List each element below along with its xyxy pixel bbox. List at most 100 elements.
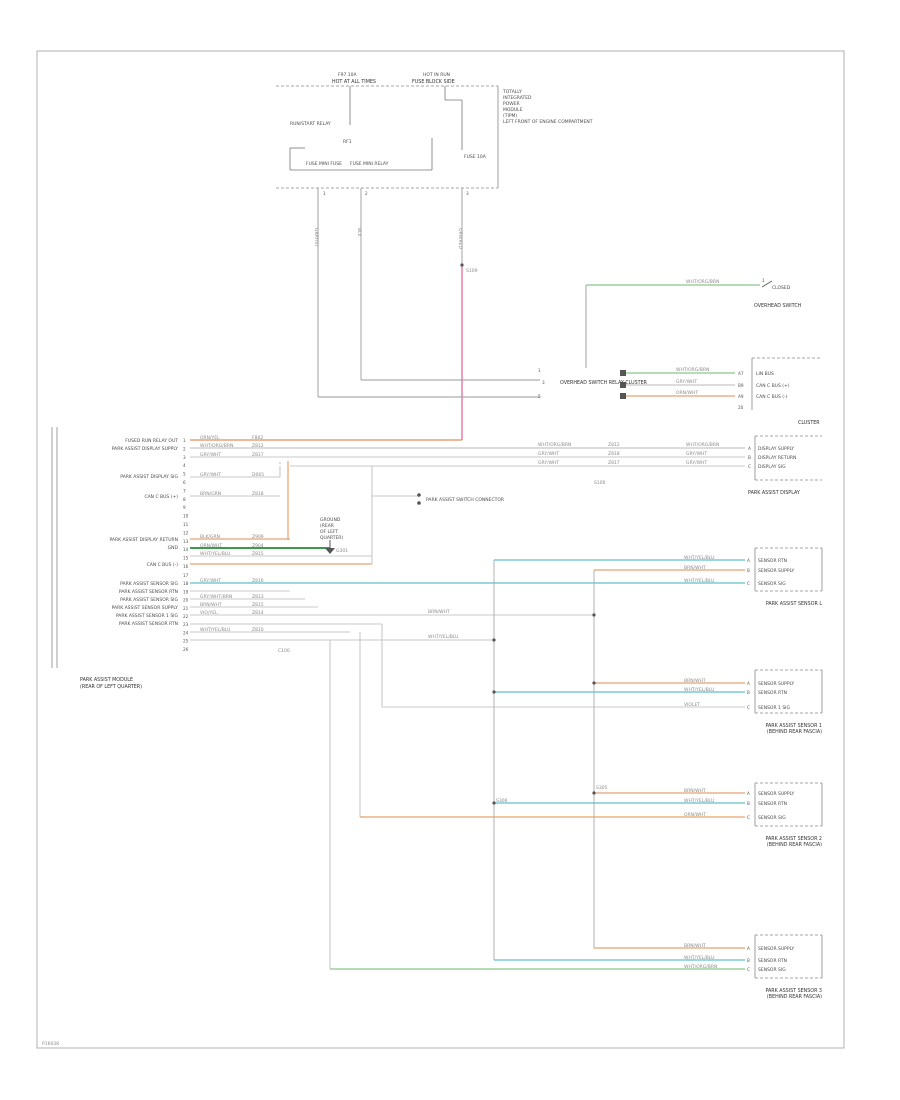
module-pin-number: 21 bbox=[183, 606, 189, 611]
module-wire-color: GRY/WHT bbox=[200, 578, 221, 584]
module-pin-labels: FUSED RUN RELAY OUT PARK ASSIST DISPLAY S… bbox=[109, 438, 178, 627]
sensor-pin: A bbox=[747, 946, 750, 951]
module-wire-color: WHT/YEL/BLU bbox=[200, 551, 230, 557]
display-pin-b: B bbox=[748, 455, 751, 460]
module-pin-number: 18 bbox=[183, 581, 189, 586]
sensor-wire-label: BRN/WHT bbox=[684, 788, 706, 794]
park-assist-conn-label: PARK ASSIST SWITCH CONNECTOR bbox=[426, 497, 504, 503]
module-pin-label: PARK ASSIST SENSOR SUPPLY bbox=[112, 605, 179, 611]
module-pin-number: 17 bbox=[183, 573, 189, 578]
splice-s109-dot bbox=[460, 263, 464, 267]
module-wire-color: GRY/WHT bbox=[200, 472, 221, 478]
ground-code: G301 bbox=[336, 548, 348, 554]
module-pin-number: 10 bbox=[183, 514, 189, 519]
fuse-pin-3: 3 bbox=[466, 191, 469, 196]
fuse-a-sub: HOT AT ALL TIMES bbox=[332, 79, 376, 85]
module-wire-code: Z812 bbox=[252, 443, 264, 449]
module-pin-number: 22 bbox=[183, 614, 189, 619]
sensor-name: PARK ASSIST SENSOR 1 bbox=[765, 723, 822, 729]
sensor-name: (BEHIND REAR FASCIA) bbox=[767, 729, 822, 735]
module-wire-code: Z814 bbox=[252, 610, 264, 616]
tipm-label-line: POWER bbox=[503, 101, 520, 107]
sensor-wire-label: BRN/WHT bbox=[684, 943, 706, 949]
relay-label: RUN/START RELAY bbox=[290, 121, 331, 127]
sensor-name: PARK ASSIST SENSOR 2 bbox=[765, 836, 822, 842]
fuse-mid-label: RF1 bbox=[343, 139, 352, 145]
splice-label-1: S305 bbox=[596, 785, 608, 791]
sensor-pin: B bbox=[747, 801, 750, 806]
sensor-wire-label: BRN/WHT bbox=[684, 565, 706, 571]
cluster-pin-4: 20 bbox=[738, 405, 744, 410]
module-pin-number: 13 bbox=[183, 539, 189, 544]
cluster-pin-2: B9 bbox=[738, 383, 744, 388]
module-pin-number: 24 bbox=[183, 630, 189, 635]
mid-wire-code-3: Z817 bbox=[608, 460, 620, 466]
sensor-wire-label: WHT/ORG/BRN bbox=[684, 964, 717, 970]
cluster-wire-2: GRY/WHT bbox=[676, 379, 697, 385]
mid-wire-label-2: GRY/WHT bbox=[538, 451, 559, 457]
sensor-wire-label: WHT/YEL/BLU bbox=[684, 687, 714, 693]
module-wire-code: Z909 bbox=[252, 534, 264, 540]
cluster-name: CLUSTER bbox=[798, 420, 820, 426]
fuse-wire-3-label: ORN/RED bbox=[457, 228, 463, 250]
cluster-pin-3: A9 bbox=[738, 394, 744, 399]
module-pin-number: 6 bbox=[183, 480, 186, 485]
module-wire-code: Z818 bbox=[252, 491, 264, 497]
module-wire-code: D065 bbox=[252, 472, 264, 478]
park-assist-conn-dot-2 bbox=[417, 501, 421, 505]
cluster-node-pin-1: 1 bbox=[538, 368, 541, 373]
module-pin-number: 4 bbox=[183, 463, 186, 468]
sensor-pin-label: SENSOR SUPPLY bbox=[758, 791, 795, 797]
module-wire-color: WHT/ORG/BRN bbox=[200, 443, 233, 449]
module-pin-number: 26 bbox=[183, 647, 189, 652]
fuse-wire-2-label: BLK bbox=[356, 228, 362, 238]
module-wire-code: Z810 bbox=[252, 627, 264, 633]
display-label-3: DISPLAY SIG bbox=[758, 464, 786, 470]
cluster-wire-1: WHT/ORG/BRN bbox=[676, 367, 709, 373]
module-pin-number: 12 bbox=[183, 530, 189, 535]
display-splice-label: S106 bbox=[594, 480, 606, 486]
module-pin-number: 25 bbox=[183, 639, 189, 644]
sensor-pin: A bbox=[747, 558, 750, 563]
module-pin-number: 7 bbox=[183, 488, 186, 493]
module-wire-code: Z813 bbox=[252, 594, 264, 600]
splice-label-2: S306 bbox=[496, 798, 508, 804]
module-wire-code: Z817 bbox=[252, 452, 264, 458]
module-pin-number: 11 bbox=[183, 522, 189, 527]
cluster-wires bbox=[620, 370, 735, 399]
sensor-pin: A bbox=[747, 681, 750, 686]
module-wire-color: ORN/YEL bbox=[200, 435, 220, 441]
contact-a-label: FUSE MINI FUSE bbox=[306, 161, 342, 167]
module-wire-color: GRY/WHT/BRN bbox=[200, 594, 232, 600]
display-wire-3: GRY/WHT bbox=[686, 460, 707, 466]
fuse-a-label: F97 10A bbox=[338, 72, 357, 78]
fuse-b-sub: FUSE BLOCK SIDE bbox=[412, 79, 455, 85]
sensor-name: (BEHIND REAR FASCIA) bbox=[767, 994, 822, 1000]
display-wire-1: WHT/ORG/BRN bbox=[686, 442, 719, 448]
park-assist-conn-dot-1 bbox=[417, 493, 421, 497]
tipm-label-line: (TIPM) bbox=[503, 113, 517, 119]
sensor-pin: B bbox=[747, 568, 750, 573]
module-pin-number: 8 bbox=[183, 497, 186, 502]
sensor-pin-label: SENSOR RTN bbox=[758, 958, 787, 964]
sensor-pin-label: SENSOR SUPPLY bbox=[758, 946, 795, 952]
sensor-wire-label: VIOLET bbox=[684, 702, 700, 708]
overhead-wire-label: WHT/ORG/BRN bbox=[686, 279, 719, 285]
contact-b-label: FUSE MINI RELAY bbox=[350, 161, 389, 167]
module-wire-code: Z816 bbox=[252, 578, 264, 584]
overhead-switch-name: OVERHEAD SWITCH bbox=[754, 303, 802, 309]
mid-wire-label-3: GRY/WHT bbox=[538, 460, 559, 466]
sensor-pin: C bbox=[747, 581, 750, 586]
fuse-b-label: HOT IN RUN bbox=[423, 72, 450, 78]
module-pin-number: 20 bbox=[183, 598, 189, 603]
diagram-frame bbox=[36, 50, 845, 1049]
contact-c-label: FUSE 10A bbox=[464, 154, 487, 160]
module-pin-label: PARK ASSIST DISPLAY SIG bbox=[120, 474, 178, 480]
small-label-2: WHT/YEL/BLU bbox=[428, 634, 458, 640]
fuse-pin-2: 2 bbox=[365, 191, 368, 196]
cluster-node-pin-3: 3 bbox=[542, 380, 545, 385]
module-pin-number: 15 bbox=[183, 556, 189, 561]
module-pin-label: FUSED RUN RELAY OUT bbox=[125, 438, 178, 444]
ground-symbol-icon bbox=[325, 548, 335, 554]
